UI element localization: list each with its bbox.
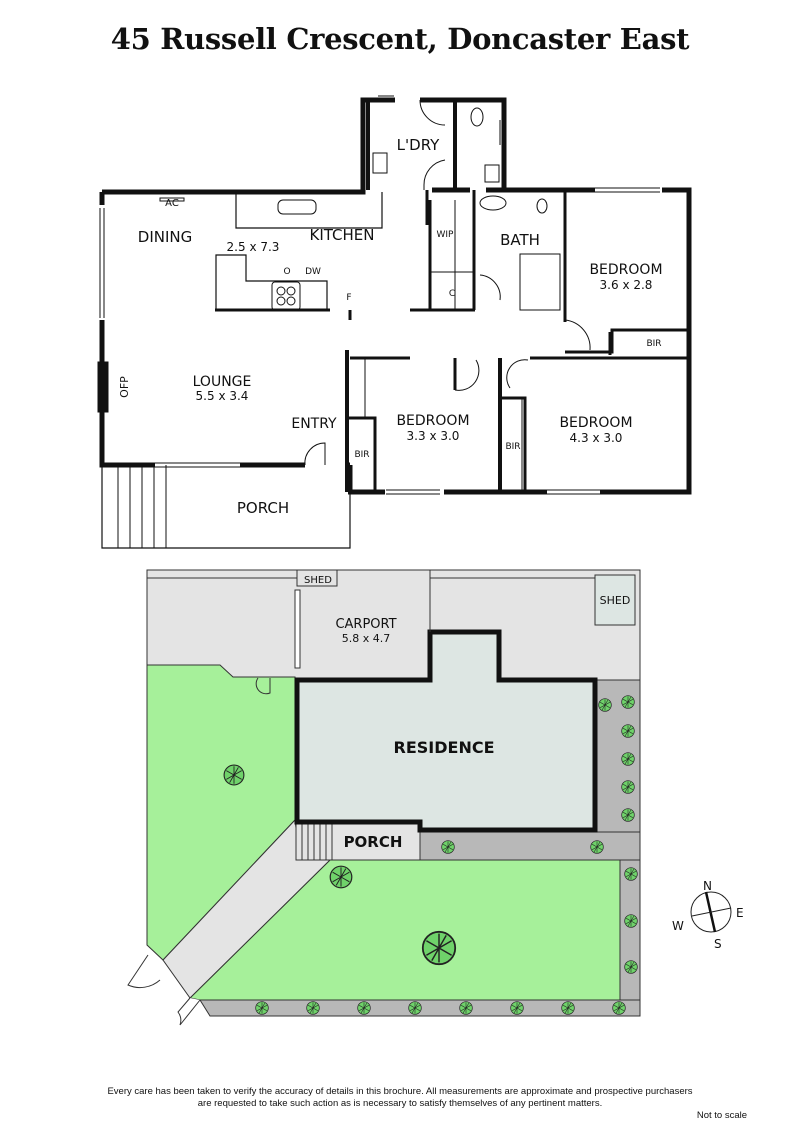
carport-label: CARPORT	[335, 617, 396, 632]
bir-label-3: BIR	[505, 442, 520, 452]
wip-label: WIP	[437, 230, 455, 240]
scale-note: Not to scale	[696, 1110, 747, 1121]
disclaimer: Every care has been taken to verify the …	[40, 1086, 760, 1110]
room-porch-label: PORCH	[237, 499, 289, 517]
site-plan-labels: SHED SHED CARPORT 5.8 x 4.7 RESIDENCE PO…	[304, 575, 630, 851]
room-bedroom3-label: BEDROOM	[559, 415, 632, 431]
dishwasher-label: DW	[305, 267, 321, 277]
carport-dims: 5.8 x 4.7	[342, 632, 391, 645]
room-bedroom3-dims: 4.3 x 3.0	[570, 431, 623, 445]
compass-icon: N E S W	[672, 879, 744, 951]
bir-label-1: BIR	[646, 339, 661, 349]
property-title: 45 Russell Crescent, Doncaster East	[110, 22, 690, 56]
site-plan	[127, 569, 641, 1026]
ofp-label: OFP	[118, 376, 131, 398]
room-lounge-dims: 5.5 x 3.4	[196, 389, 249, 403]
room-bedroom1-dims: 3.6 x 2.8	[600, 278, 653, 292]
bir-label-2: BIR	[354, 450, 369, 460]
compass-n: N	[703, 879, 712, 893]
room-bedroom2-dims: 3.3 x 3.0	[407, 429, 460, 443]
disclaimer-line-1: Every care has been taken to verify the …	[107, 1086, 693, 1097]
room-bath-label: BATH	[500, 231, 540, 249]
shed-label-2: SHED	[600, 594, 631, 607]
floor-plan-fixtures	[97, 107, 548, 413]
site-porch-label: PORCH	[344, 833, 403, 851]
compass-e: E	[736, 906, 744, 920]
disclaimer-line-2: are requested to take such action as is …	[197, 1098, 603, 1109]
residence-label: RESIDENCE	[394, 738, 495, 757]
room-bedroom1-label: BEDROOM	[589, 262, 662, 278]
room-kitchen-label: KITCHEN	[310, 226, 375, 244]
shed-label-1: SHED	[304, 575, 332, 586]
compass-s: S	[714, 937, 722, 951]
room-dining-label: DINING	[138, 228, 192, 246]
room-kitchen-dims: 2.5 x 7.3	[227, 240, 280, 254]
compass-w: W	[672, 919, 684, 933]
cupboard-label: C	[449, 289, 455, 299]
room-entry-label: ENTRY	[291, 416, 337, 432]
room-bedroom2-label: BEDROOM	[396, 413, 469, 429]
ac-label: AC	[165, 198, 179, 209]
fridge-label: F	[346, 293, 351, 303]
room-laundry-label: L'DRY	[397, 136, 440, 154]
room-lounge-label: LOUNGE	[193, 374, 252, 390]
floor-plan-labels: L'DRY DINING KITCHEN 2.5 x 7.3 BATH BEDR…	[118, 136, 663, 517]
oven-label: O	[283, 267, 290, 277]
floor-plan-walls	[99, 95, 692, 549]
